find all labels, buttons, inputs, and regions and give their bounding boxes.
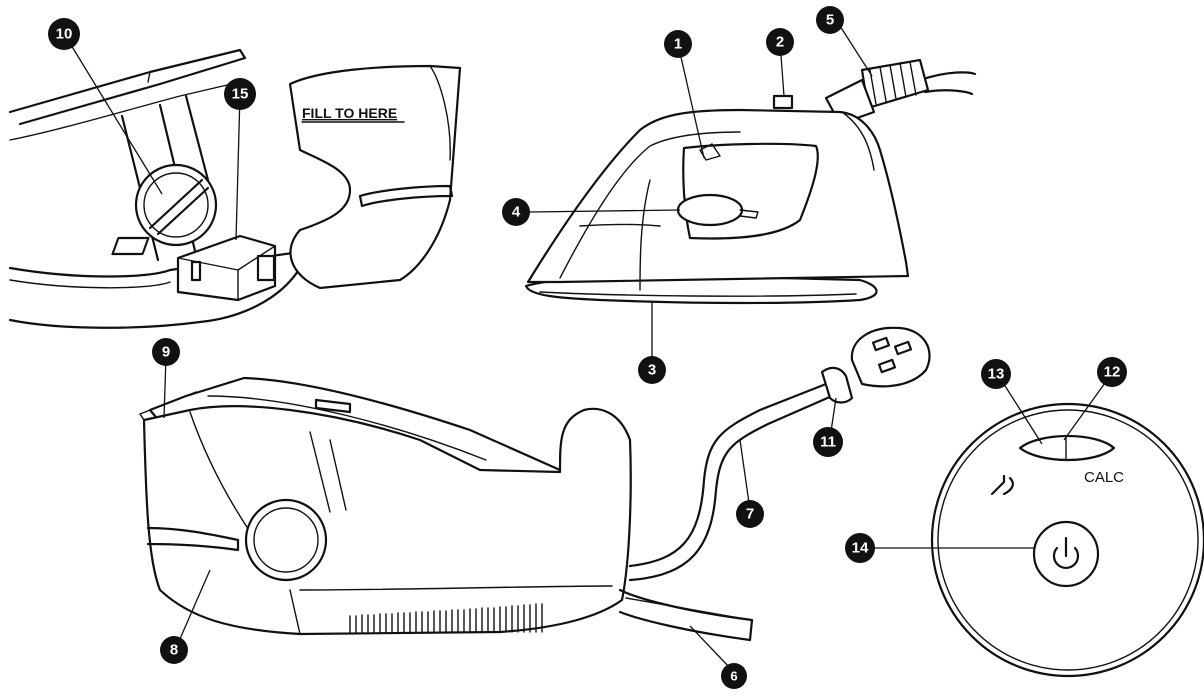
callout-4: 4 — [502, 198, 530, 226]
switch-slot — [190, 260, 202, 282]
calc-label: CALC — [1084, 469, 1124, 486]
svg-text:4: 4 — [512, 204, 521, 221]
base-body — [142, 405, 632, 636]
plug-head — [850, 326, 931, 388]
callout-13: 13 — [981, 359, 1011, 389]
svg-text:5: 5 — [826, 12, 834, 29]
callout-12: 12 — [1097, 357, 1127, 387]
water-window — [244, 498, 328, 582]
callout-9: 9 — [152, 338, 180, 366]
callout-7: 7 — [736, 500, 764, 528]
svg-text:15: 15 — [232, 86, 249, 103]
svg-text:11: 11 — [820, 434, 836, 451]
top-button — [772, 94, 794, 110]
svg-text:14: 14 — [852, 540, 869, 557]
svg-text:6: 6 — [730, 669, 737, 684]
control-panel-disc — [930, 402, 1204, 678]
svg-text:9: 9 — [162, 344, 170, 361]
indicator-lens — [1018, 434, 1116, 462]
fill-to-here-label: FILL TO HERE — [302, 105, 397, 121]
svg-text:12: 12 — [1104, 364, 1121, 381]
cord-collar — [820, 366, 854, 404]
iron — [524, 58, 977, 305]
water-tank — [288, 64, 462, 290]
steam-base — [139, 326, 931, 642]
callout-11: 11 — [813, 427, 843, 457]
svg-text:13: 13 — [988, 366, 1005, 383]
callout-15: 15 — [224, 78, 256, 110]
air-vents — [349, 603, 543, 633]
callout-10: 10 — [48, 18, 80, 50]
svg-text:10: 10 — [56, 26, 73, 43]
temperature-dial — [676, 193, 744, 227]
svg-text:8: 8 — [170, 642, 178, 659]
svg-text:2: 2 — [776, 34, 784, 51]
svg-text:7: 7 — [746, 506, 754, 523]
callout-1: 1 — [664, 30, 692, 58]
callout-3: 3 — [638, 356, 666, 384]
callout-6: 6 — [721, 663, 747, 689]
control-panel: CALC — [930, 402, 1204, 678]
callout-14: 14 — [845, 533, 875, 563]
svg-text:1: 1 — [674, 36, 682, 53]
callout-5: 5 — [816, 6, 844, 34]
rinse-arrow-icon — [990, 474, 1014, 496]
callout-2: 2 — [766, 28, 794, 56]
power-icon — [1052, 536, 1080, 570]
svg-text:3: 3 — [648, 362, 656, 379]
callout-8: 8 — [160, 636, 188, 664]
